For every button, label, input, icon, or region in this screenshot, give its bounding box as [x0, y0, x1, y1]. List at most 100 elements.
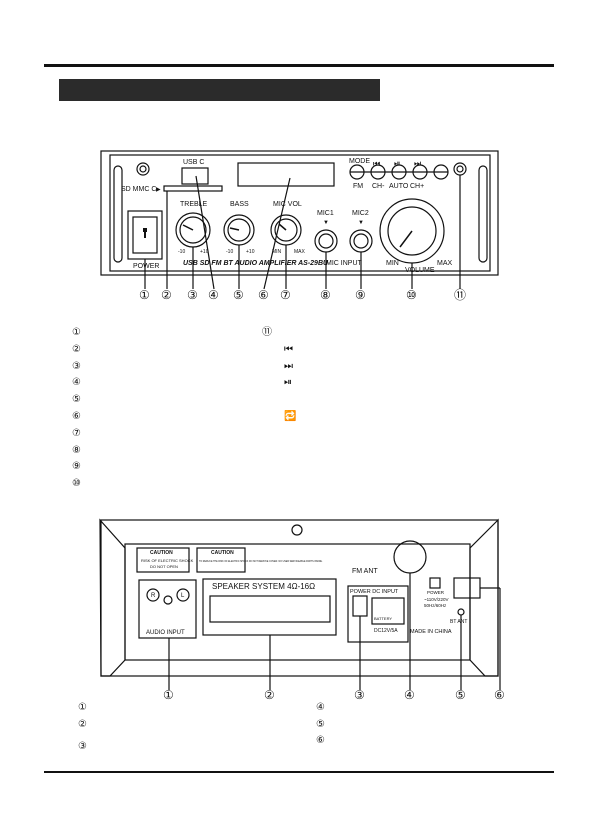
battery-terminal[interactable] — [371, 597, 405, 625]
rear-legend-item-1: ① — [78, 702, 87, 713]
previous-track-icon: ⏮ — [284, 343, 293, 355]
micvol-min: MIN — [272, 249, 282, 255]
rear-legend-item-5: ⑤ — [316, 718, 325, 730]
micinput-label: MIC INPUT — [326, 260, 363, 267]
fm-antenna-socket[interactable] — [393, 540, 427, 574]
speaker-system-label: SPEAKER SYSTEM 4Ω-16Ω — [212, 582, 315, 591]
made-in-label: MADE IN CHINA — [410, 629, 452, 635]
audio-input-label: AUDIO INPUT — [146, 630, 185, 636]
power-cord-socket[interactable] — [429, 577, 441, 589]
front-legend-item-4: ④ — [72, 377, 81, 389]
prev-track-icon: ⏮ — [373, 159, 380, 168]
caution-label-2 — [196, 547, 246, 573]
caution2-text: TO REDUCE THE RISK OF ELECTRIC SHOCK DO … — [199, 560, 323, 563]
front-legend-item-3: ③ — [72, 360, 81, 372]
front-callout-9: ⑨ — [355, 288, 366, 302]
rear-callout-1: ① — [163, 688, 174, 702]
mode-label: MODE — [349, 158, 370, 165]
front-legend-item-10: ⑩ — [72, 478, 81, 490]
display-window — [237, 162, 335, 187]
mic2-arrow-icon: ▼ — [358, 220, 364, 226]
dc-jack[interactable] — [352, 595, 368, 617]
rear-legend-left: ① ② ③ — [78, 700, 87, 756]
next-track-icon: ⏭ — [284, 360, 293, 372]
treble-label: TREBLE — [180, 201, 208, 208]
rear-callout-2: ② — [264, 688, 275, 702]
auto-label: AUTO — [389, 183, 409, 190]
usb-slot[interactable] — [181, 167, 209, 185]
rear-legend-item-4: ④ — [316, 702, 325, 713]
volume-max-label: MAX — [437, 260, 453, 267]
front-callout-1: ① — [139, 288, 150, 302]
rear-callout-3: ③ — [354, 688, 365, 702]
bass-max: +10 — [246, 249, 255, 255]
bass-label: BASS — [230, 201, 249, 208]
volume-label: VOLUME — [405, 267, 435, 274]
mic1-jack[interactable] — [314, 229, 338, 253]
front-panel-outline — [100, 150, 499, 276]
right-screw — [453, 162, 467, 176]
sd-label: SD MMC C — [121, 186, 156, 193]
treble-min: -10 — [178, 249, 185, 255]
front-panel-inner — [109, 154, 491, 272]
left-screw — [136, 162, 150, 176]
ch-plus-label: CH+ — [410, 183, 424, 190]
front-legend-item-1: ① — [72, 327, 81, 338]
audio-input-r-jack[interactable] — [146, 588, 160, 602]
volume-min-label: MIN — [386, 260, 399, 267]
bottom-rule — [44, 771, 554, 773]
play-pause-icon: ⏯ — [284, 377, 292, 389]
bt-ant-label: BT ANT — [450, 619, 467, 625]
rear-legend-right: ④ ⑤ ⑥ — [316, 700, 325, 750]
fm-label: FM — [353, 183, 363, 190]
repeat-icon: 🔁 — [284, 410, 297, 422]
mic2-jack[interactable] — [349, 229, 373, 253]
sd-slot[interactable] — [163, 185, 223, 192]
top-rule — [44, 64, 554, 67]
caution-label-1 — [136, 547, 190, 573]
front-callout-6: ⑥ — [258, 288, 269, 302]
rear-legend-item-3: ③ — [78, 741, 87, 752]
caution1-line1: RISK OF ELECTRIC SHOCK — [141, 558, 194, 563]
power-dc-label: POWER DC INPUT — [350, 589, 399, 595]
front-legend-item-6: ⑥ — [72, 410, 81, 422]
front-callout-2: ② — [161, 288, 172, 302]
rear-callout-4: ④ — [404, 688, 415, 702]
bt-antenna-socket[interactable] — [457, 608, 465, 616]
model-label: USB SD FM BT AUDIO AMPLIFIER AS-29BU — [183, 260, 329, 267]
bt-antenna-box — [453, 577, 481, 599]
fm-ant-label: FM ANT — [352, 568, 378, 575]
front-legend-item-5: ⑤ — [72, 394, 81, 406]
front-callout-3: ③ — [187, 288, 198, 302]
micvol-label: MIC VOL — [273, 201, 302, 208]
audio-input-l-jack[interactable] — [176, 588, 190, 602]
front-callout-7: ⑦ — [280, 288, 291, 302]
front-legend-item-9: ⑨ — [72, 461, 81, 473]
front-callout-11: ⑪ — [454, 288, 466, 302]
play-pause-icon: ⏯ — [394, 159, 400, 168]
micvol-max: MAX — [294, 249, 306, 255]
dc-rating-label: DC12V/5A — [374, 628, 398, 634]
power-spec-title: POWER — [427, 590, 445, 595]
front-legend: ① ② ③ ④ ⑤ ⑥ ⑦ ⑧ ⑨ ⑩ — [72, 325, 81, 493]
usb-label: USB C — [183, 159, 204, 166]
treble-max: +10 — [200, 249, 209, 255]
front-callout-8: ⑧ — [320, 288, 331, 302]
caution1-line2: DO NOT OPEN — [150, 564, 178, 569]
next-track-icon: ⏭ — [414, 159, 421, 168]
power-label: POWER — [133, 263, 159, 270]
rear-callout-5: ⑤ — [455, 688, 466, 702]
power-spec-voltage: ~110V/220V — [424, 597, 449, 602]
mic1-arrow-icon: ▼ — [323, 220, 329, 226]
rear-legend-item-6: ⑥ — [316, 735, 325, 746]
power-spec-frequency: 50Hz/60Hz — [424, 603, 447, 608]
right-handle — [478, 165, 488, 263]
rear-callout-6: ⑥ — [494, 688, 505, 702]
front-callout-10: ⑩ — [406, 288, 417, 302]
section-title-bar — [59, 79, 380, 101]
audio-l-label: L — [181, 593, 185, 599]
sd-arrow-icon: ▶ — [156, 187, 161, 193]
rear-panel-outline — [99, 518, 126, 677]
battery-label: BATTERY — [374, 616, 392, 621]
